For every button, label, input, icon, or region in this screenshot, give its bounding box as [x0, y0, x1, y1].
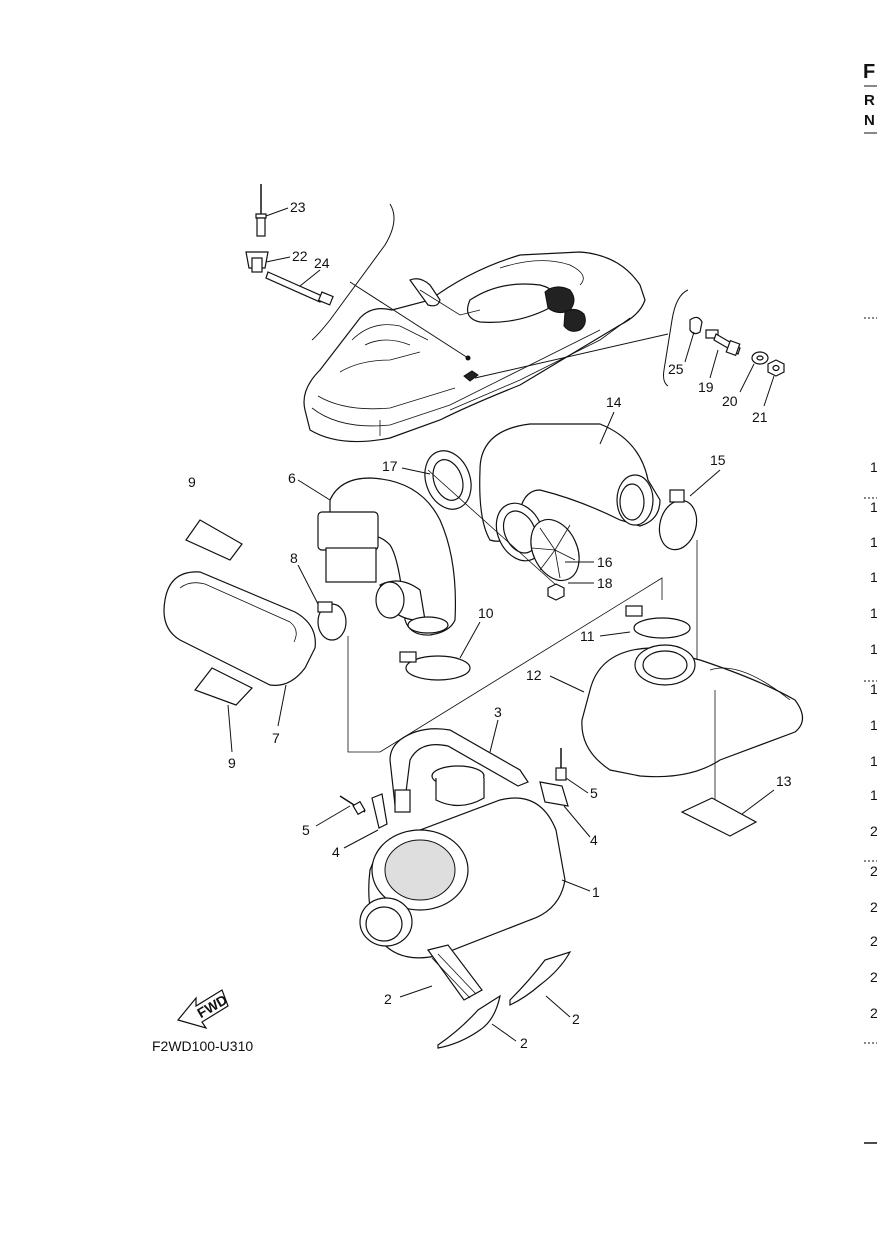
callout-14: 14 [606, 394, 622, 410]
right-column-number: 2 [870, 933, 877, 949]
callout-leaders [227, 207, 775, 1042]
watercraft-illustration [303, 251, 646, 443]
assembly-lines [347, 540, 716, 800]
callout-7: 7 [272, 730, 280, 746]
callout-5-right: 5 [590, 785, 598, 801]
right-column-number: 2 [870, 823, 877, 839]
right-column-number: 2 [870, 969, 877, 985]
flange-part-17 [424, 450, 472, 510]
callout-4-right: 4 [590, 832, 598, 848]
bolt-part-18 [547, 583, 565, 601]
clamp-part-8 [317, 601, 347, 641]
callout-20: 20 [722, 393, 738, 409]
right-column-number: 2 [870, 863, 877, 879]
right-column-numbers: 1 1 1 1 1 1 1 1 1 1 2 2 2 2 2 2 [870, 459, 877, 1021]
fwd-arrow-icon: FWD [176, 989, 230, 1030]
callout-1: 1 [592, 884, 600, 900]
belt-part-2-left [426, 944, 483, 1001]
callout-11: 11 [580, 628, 595, 644]
header-letter-f: F [863, 61, 875, 83]
right-column-number: 1 [870, 534, 877, 550]
callout-8: 8 [290, 550, 298, 566]
diagram-code: F2WD100-U310 [152, 1038, 253, 1054]
right-column-number: 1 [870, 569, 877, 585]
pad-part-13 [680, 797, 758, 837]
right-column-number: 2 [870, 899, 877, 915]
nut-part-22 [245, 251, 269, 273]
silencer-part-7 [163, 571, 316, 686]
rivet-part-23 [255, 184, 267, 237]
washer-part-20 [751, 351, 769, 365]
muffler-tank-part-12 [581, 644, 804, 778]
pad-part-9-upper [185, 519, 243, 561]
leader-to-drain [474, 333, 669, 379]
group-bracket-left [311, 203, 395, 341]
right-column-dashes [864, 317, 877, 1144]
callout-17: 17 [382, 458, 398, 474]
right-column-number: 1 [870, 717, 877, 733]
plate-part-16 [530, 518, 580, 582]
rivet-part-5-right [555, 748, 567, 781]
right-column-number: 1 [870, 681, 877, 697]
clamp-part-11 [625, 605, 691, 639]
belt-part-2-right [509, 950, 572, 1006]
clip-part-25 [689, 316, 703, 335]
connector-ring [375, 581, 405, 619]
belt-part-2-bottom [437, 994, 501, 1049]
group-bracket-right [663, 289, 689, 387]
callout-5-left: 5 [302, 822, 310, 838]
clamp-part-10 [399, 651, 471, 681]
callout-25: 25 [668, 361, 684, 377]
assembly-line-17 [427, 469, 557, 586]
right-column-number: 1 [870, 753, 877, 769]
callout-15: 15 [710, 452, 726, 468]
callout-12: 12 [526, 667, 542, 683]
callout-labels: 23 22 24 25 19 20 21 14 17 15 6 9 16 18 … [188, 199, 792, 1051]
callout-4-left: 4 [332, 844, 340, 860]
callout-24: 24 [314, 255, 330, 271]
tie-part-24 [265, 271, 334, 306]
callout-23: 23 [290, 199, 306, 215]
water-lock-part-1 [359, 765, 566, 959]
callout-21: 21 [752, 409, 768, 425]
right-column-number: 1 [870, 459, 877, 475]
callout-10: 10 [478, 605, 494, 621]
strap-part-3 [389, 728, 529, 813]
callout-16: 16 [597, 554, 613, 570]
callout-13: 13 [776, 773, 792, 789]
pad-part-9-lower [194, 667, 253, 706]
leader-to-fastener [349, 281, 469, 359]
callout-2-bottom: 2 [520, 1035, 528, 1051]
right-column-number: 1 [870, 605, 877, 621]
header-letter-n: N [864, 112, 875, 129]
callout-9-lower: 9 [228, 755, 236, 771]
right-column-number: 1 [870, 499, 877, 515]
fitting-part-19 [705, 329, 741, 357]
nut-part-21 [767, 359, 785, 377]
right-column-number: 1 [870, 641, 877, 657]
callout-2-right: 2 [572, 1011, 580, 1027]
right-column-number: 2 [870, 1005, 877, 1021]
callout-6: 6 [288, 470, 296, 486]
callout-3: 3 [494, 704, 502, 720]
callout-19: 19 [698, 379, 714, 395]
header-letter-r: R [864, 92, 875, 109]
duct-part-14 [479, 423, 661, 542]
callout-9-upper: 9 [188, 474, 196, 490]
clamp-part-15 [658, 489, 698, 551]
callout-2-left: 2 [384, 991, 392, 1007]
bracket-part-4-left [371, 793, 388, 829]
rivet-part-5-left [339, 795, 366, 816]
bracket-part-4-right [539, 781, 569, 807]
callout-22: 22 [292, 248, 308, 264]
callout-18: 18 [597, 575, 613, 591]
right-column-number: 1 [870, 787, 877, 803]
